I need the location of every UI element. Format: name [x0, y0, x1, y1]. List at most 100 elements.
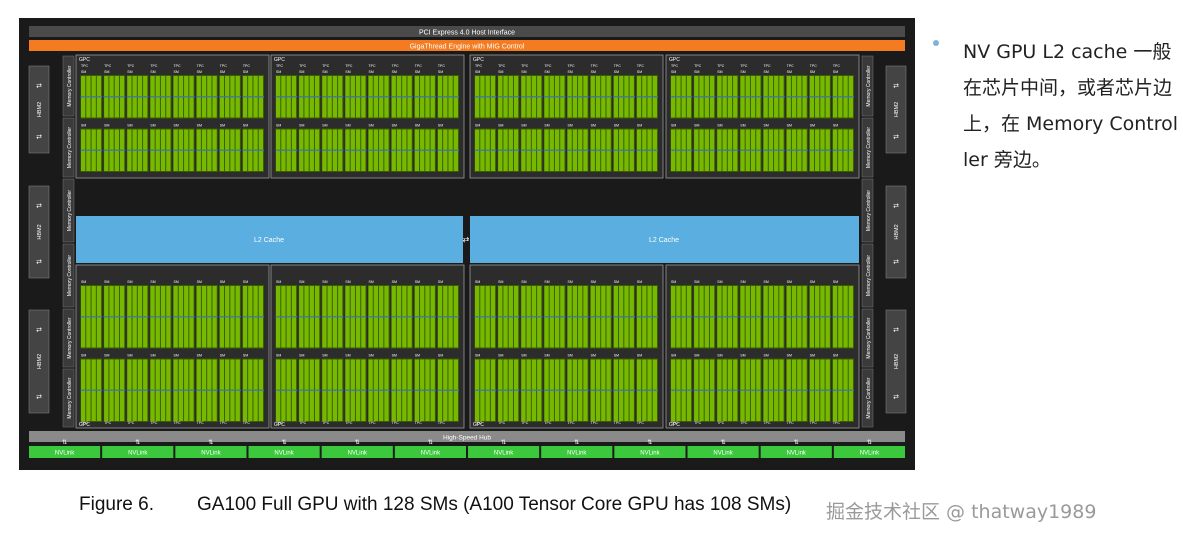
sm-core-cell	[838, 97, 843, 118]
sm-label: SM	[174, 124, 179, 128]
sm-core-cell	[797, 150, 802, 171]
sm-core-cell	[544, 317, 549, 348]
sm-core-cell	[624, 150, 629, 171]
sm-core-cell	[137, 97, 143, 118]
sm-core-cell	[815, 150, 820, 171]
sm-core-cell	[235, 97, 240, 118]
sm-core-cell	[498, 150, 503, 171]
sm-core-cell	[740, 317, 745, 348]
sm-core-cell	[503, 390, 508, 421]
sm-label: SM	[392, 354, 397, 358]
sm-cache-strip	[763, 149, 785, 151]
sm-cache-strip	[242, 96, 264, 98]
sm-label: SM	[544, 280, 549, 284]
sm-core-cell	[768, 359, 774, 390]
sm-core-cell	[694, 359, 699, 390]
sm-core-cell	[114, 317, 119, 348]
sm-cache-strip	[242, 389, 264, 391]
sm-core-cell	[624, 317, 629, 348]
sm-core-cell	[508, 150, 513, 171]
sm-core-cell	[155, 359, 160, 390]
sm-core-cell	[453, 286, 458, 317]
sm-label: SM	[614, 354, 619, 358]
sm-core-cell	[443, 76, 448, 97]
sm-label: SM	[127, 354, 132, 358]
sm-core-cell	[485, 97, 490, 118]
sm-label: SM	[104, 354, 109, 358]
sm-core-cell	[629, 390, 634, 421]
sm-label: SM	[345, 70, 350, 74]
sm-core-cell	[189, 317, 194, 348]
sm-core-cell	[578, 129, 583, 150]
sm-core-cell	[560, 286, 565, 317]
sm-core-cell	[590, 129, 595, 150]
sm-core-cell	[196, 286, 201, 317]
sm-core-cell	[127, 359, 132, 390]
nvlink-block	[394, 446, 466, 458]
tpc-label: TPC	[322, 421, 329, 425]
sm-core-cell	[629, 129, 634, 150]
sm-core-cell	[332, 317, 338, 348]
sm-core-cell	[178, 76, 184, 97]
sm-core-cell	[537, 97, 542, 118]
sm-cache-strip	[242, 316, 264, 318]
sm-core-cell	[475, 150, 480, 171]
sm-core-cell	[601, 129, 606, 150]
sm-core-cell	[578, 286, 583, 317]
sm-core-cell	[733, 286, 738, 317]
sm-label: SM	[197, 124, 202, 128]
sm-core-cell	[160, 76, 166, 97]
sm-label: SM	[127, 124, 132, 128]
memory-controller-label: Memory Controller	[67, 377, 73, 418]
sm-label: SM	[521, 280, 526, 284]
tpc-label: TPC	[276, 421, 283, 425]
bullet-dot	[933, 40, 939, 46]
nvlink-arrow: ⇅	[428, 440, 433, 446]
sm-cache-strip	[80, 389, 103, 391]
sm-core-cell	[601, 97, 606, 118]
sm-core-cell	[531, 97, 537, 118]
sm-core-cell	[590, 359, 595, 390]
sm-core-cell	[727, 150, 733, 171]
sm-cache-strip	[567, 96, 589, 98]
hbm2-label: HBM2	[894, 354, 900, 369]
sm-label: SM	[810, 124, 815, 128]
sm-core-cell	[119, 97, 125, 118]
sm-cache-strip	[693, 149, 716, 151]
sm-cache-strip	[80, 149, 103, 151]
sm-core-cell	[583, 390, 588, 421]
sm-core-cell	[281, 286, 286, 317]
sm-core-cell	[681, 390, 686, 421]
sm-core-cell	[756, 359, 761, 390]
sm-label: SM	[591, 354, 596, 358]
sm-core-cell	[160, 317, 166, 348]
sm-core-cell	[258, 129, 263, 150]
sm-cache-strip	[437, 96, 459, 98]
sm-core-cell	[475, 97, 480, 118]
sm-label: SM	[544, 124, 549, 128]
tpc-label: TPC	[591, 421, 598, 425]
sm-cache-strip	[590, 96, 612, 98]
sm-core-cell	[425, 97, 430, 118]
tpc-label: TPC	[475, 64, 482, 68]
sm-core-cell	[825, 317, 830, 348]
sm-core-cell	[832, 76, 838, 97]
sm-label: SM	[521, 124, 526, 128]
sm-core-cell	[676, 76, 681, 97]
sm-core-cell	[647, 97, 652, 118]
sm-core-cell	[178, 150, 184, 171]
side-note-text: NV GPU L2 cache 一般在芯片中间，或者芯片边上，在 Memory …	[963, 41, 1179, 171]
sm-core-cell	[549, 317, 554, 348]
tpc-label: TPC	[392, 64, 399, 68]
sm-core-cell	[590, 76, 595, 97]
sm-core-cell	[166, 359, 171, 390]
sm-core-cell	[629, 359, 634, 390]
sm-core-cell	[513, 390, 519, 421]
sm-core-cell	[407, 286, 412, 317]
sm-core-cell	[779, 97, 784, 118]
sm-core-cell	[681, 76, 686, 97]
sm-core-cell	[727, 359, 733, 390]
sm-core-cell	[207, 317, 212, 348]
sm-core-cell	[590, 317, 595, 348]
